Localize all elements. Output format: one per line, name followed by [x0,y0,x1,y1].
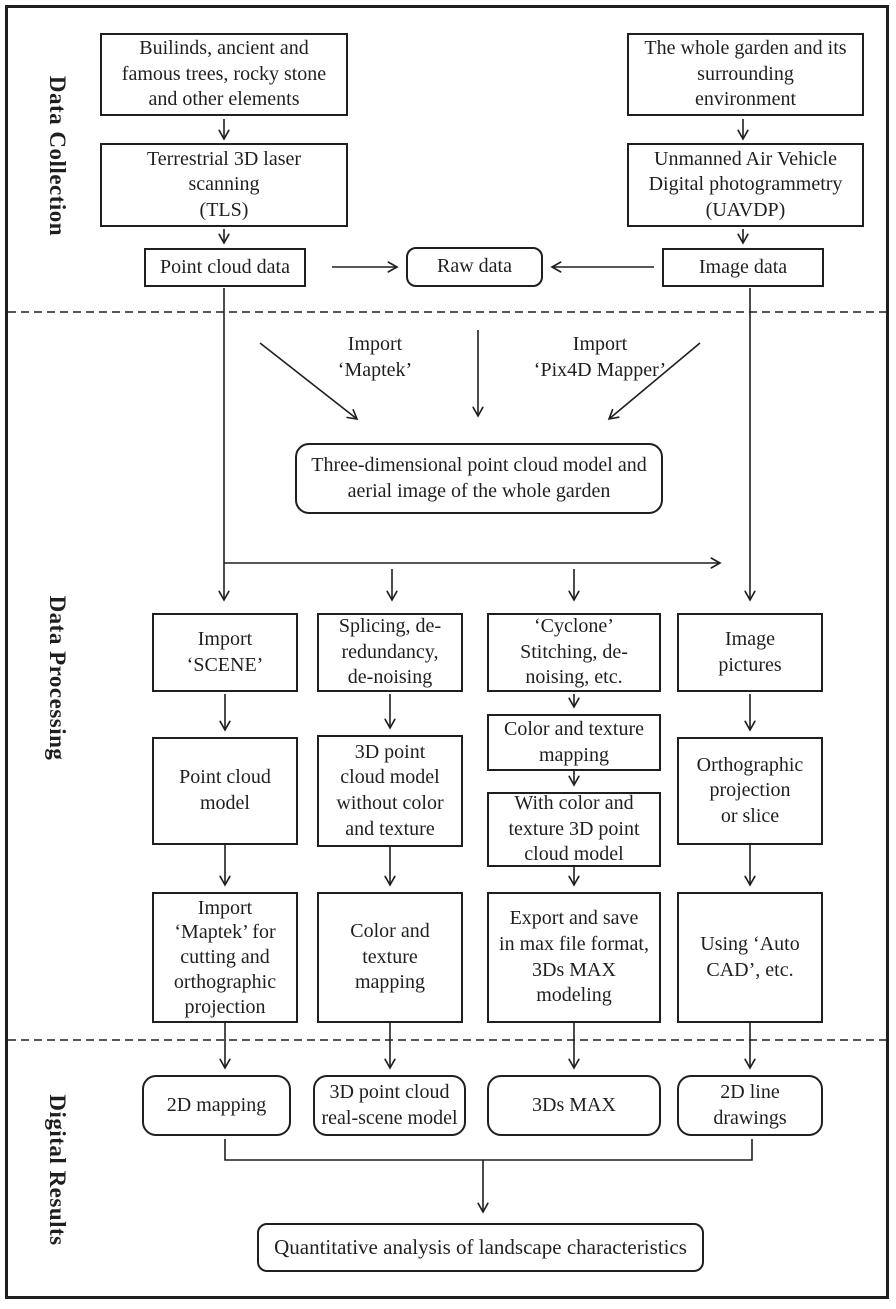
section-label-data-collection: Data Collection [45,75,70,237]
box-using-autocad: Using ‘Auto CAD’, etc. [677,892,823,1023]
box-uavdp: Unmanned Air Vehicle Digital photogramme… [627,143,864,227]
box-elements: Builinds, ancient and famous trees, rock… [100,33,348,116]
box-color-texture-mapping-1: Color and texture mapping [487,714,661,771]
box-point-cloud-model: Point cloud model [152,737,298,845]
box-orthographic-projection: Orthographic projection or slice [677,737,823,845]
box-quantitative-analysis: Quantitative analysis of landscape chara… [257,1223,704,1272]
box-point-cloud-data: Point cloud data [144,248,306,287]
box-real-scene-model: 3D point cloud real-scene model [313,1075,466,1136]
label-import-pix4d: Import ‘Pix4D Mapper’ [533,333,667,381]
box-3ds-max: 3Ds MAX [487,1075,661,1136]
box-image-data: Image data [662,248,824,287]
label-import-maptek: Import ‘Maptek’ [337,333,413,381]
box-cyclone: ‘Cyclone’ Stitching, de- noising, etc. [487,613,661,692]
box-raw-data: Raw data [406,247,543,287]
box-import-scene: Import ‘SCENE’ [152,613,298,692]
box-garden: The whole garden and its surrounding env… [627,33,864,116]
box-tls: Terrestrial 3D laser scanning (TLS) [100,143,348,227]
section-label-data-processing: Data Processing [45,595,70,761]
box-2d-mapping: 2D mapping [142,1075,291,1136]
box-export-3dsmax-modeling: Export and save in max file format, 3Ds … [487,892,661,1023]
section-label-digital-results: Digital Results [45,1094,70,1246]
box-color-texture-mapping-2: Color and texture mapping [317,892,463,1023]
box-2d-line-drawings: 2D line drawings [677,1075,823,1136]
outer-frame [5,5,889,1299]
box-merged-model: Three-dimensional point cloud model and … [295,443,663,514]
box-with-color-texture: With color and texture 3D point cloud mo… [487,792,661,867]
box-image-pictures: Image pictures [677,613,823,692]
box-splicing: Splicing, de- redundancy, de-noising [317,613,463,692]
box-3d-model-no-color: 3D point cloud model without color and t… [317,735,463,847]
box-import-maptek-cutting: Import ‘Maptek’ for cutting and orthogra… [152,892,298,1023]
